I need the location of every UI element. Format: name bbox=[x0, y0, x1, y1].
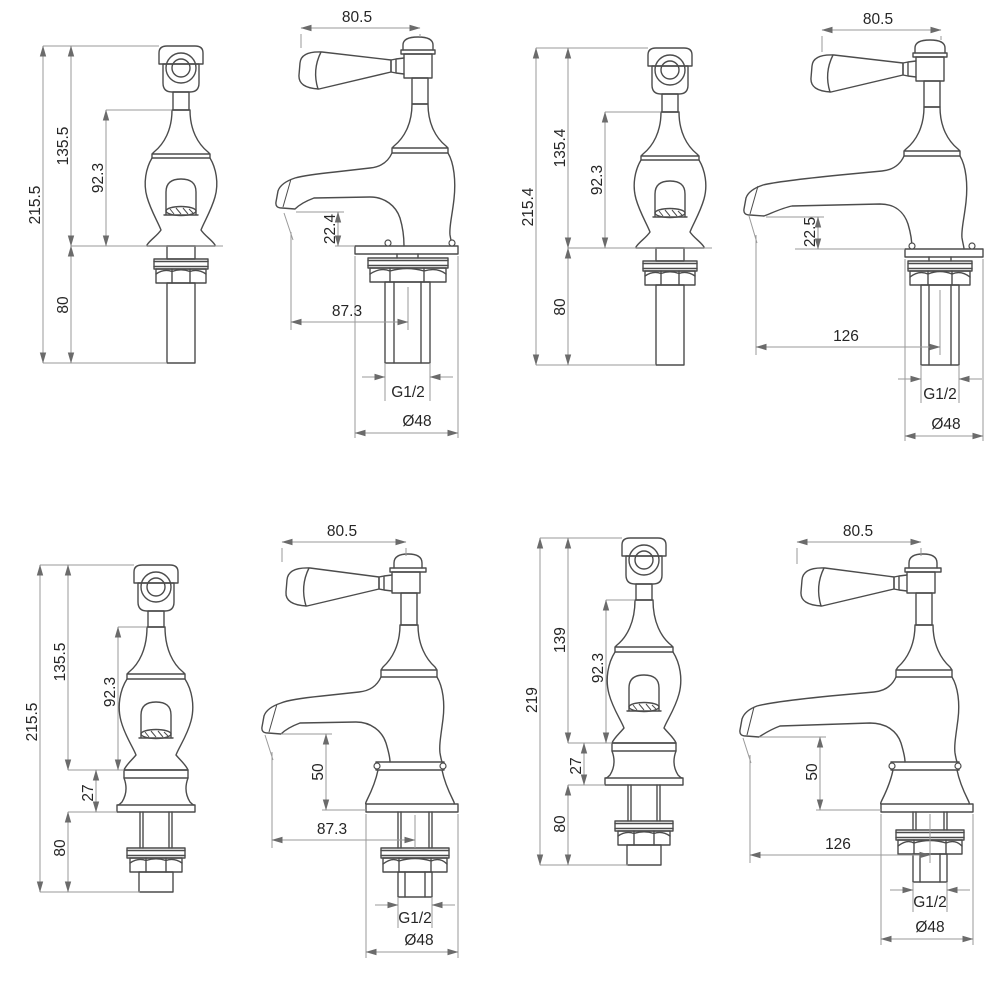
dim-height-above-deck: 135.5 bbox=[55, 127, 72, 166]
dim-overall-height: 215.5 bbox=[27, 186, 44, 225]
dim-thread-size: G1/2 bbox=[398, 910, 432, 927]
drawing-bath-tap-long-spout: 215.4 135.4 92.3 80 80.5 22.5 126 G1/2 Ø… bbox=[520, 11, 984, 441]
side-view bbox=[739, 553, 974, 883]
dim-overall-height: 215.4 bbox=[520, 187, 537, 226]
dimensions: 215.5 135.5 92.3 27 80 80.5 50 87.3 G1/2… bbox=[24, 523, 459, 958]
dim-handle-length: 80.5 bbox=[327, 523, 357, 540]
dim-spout-clearance: 22.5 bbox=[802, 217, 819, 247]
dim-spout-clearance: 22.4 bbox=[322, 214, 339, 245]
drawing-bath-tap-tall-base: 219 139 92.3 27 80 80.5 50 126 G1/2 Ø48 bbox=[524, 523, 974, 945]
dim-spout-reach: 126 bbox=[833, 328, 859, 345]
dim-handle-length: 80.5 bbox=[342, 9, 372, 26]
front-view bbox=[144, 45, 218, 364]
dimensions: 219 139 92.3 27 80 80.5 50 126 G1/2 Ø48 bbox=[524, 523, 974, 945]
dim-below-deck: 80 bbox=[552, 298, 569, 316]
spout-mouth-line bbox=[282, 178, 292, 208]
side-view bbox=[743, 39, 984, 366]
base-flange-side bbox=[904, 242, 984, 258]
dim-overall-height: 219 bbox=[524, 687, 541, 713]
dim-body-height: 92.3 bbox=[102, 677, 119, 707]
dim-overall-height: 215.5 bbox=[24, 703, 41, 742]
spout-mouth-line bbox=[749, 185, 759, 215]
side-view bbox=[261, 553, 459, 898]
spout-mouth-line bbox=[746, 706, 755, 736]
dim-spout-clearance: 50 bbox=[804, 763, 821, 781]
fixing-shank-side bbox=[907, 256, 973, 366]
dim-below-deck: 80 bbox=[52, 839, 69, 857]
flange-screw bbox=[968, 242, 976, 250]
dim-height-above-deck: 135.4 bbox=[552, 128, 569, 167]
lever-handle-side bbox=[800, 553, 942, 607]
flange-screw bbox=[373, 762, 381, 770]
spout-mouth-line bbox=[268, 703, 278, 733]
dimensions: 215.5 135.5 92.3 80 80.5 22.4 87.3 G1/2 … bbox=[27, 9, 459, 438]
drawing-basin-tap-tall-base: 215.5 135.5 92.3 27 80 80.5 50 87.3 G1/2… bbox=[24, 523, 459, 958]
lever-handle-side bbox=[285, 553, 427, 607]
front-view bbox=[633, 47, 707, 366]
dim-base-height: 27 bbox=[80, 784, 97, 801]
base-flange-side bbox=[354, 239, 459, 255]
dim-spout-reach: 87.3 bbox=[332, 303, 362, 320]
dim-flange-diameter: Ø48 bbox=[915, 919, 944, 936]
tap-body-side bbox=[739, 592, 960, 763]
dim-handle-length: 80.5 bbox=[863, 11, 893, 28]
lever-handle-side bbox=[810, 39, 948, 93]
flange-screw bbox=[954, 762, 962, 770]
dim-below-deck: 80 bbox=[552, 815, 569, 833]
dim-flange-diameter: Ø48 bbox=[931, 416, 960, 433]
pedestal-base-side bbox=[364, 761, 459, 813]
dim-thread-size: G1/2 bbox=[913, 894, 947, 911]
dim-thread-size: G1/2 bbox=[923, 386, 957, 403]
fixing-shank-side bbox=[380, 811, 450, 898]
dim-base-height: 27 bbox=[568, 757, 585, 774]
pedestal-base-side bbox=[879, 761, 974, 813]
tap-body-side bbox=[261, 592, 445, 763]
flange-screw bbox=[908, 242, 916, 250]
dim-body-height: 92.3 bbox=[90, 163, 107, 193]
side-view bbox=[275, 36, 459, 364]
lever-handle-side bbox=[298, 36, 436, 90]
dim-thread-size: G1/2 bbox=[391, 384, 425, 401]
dim-spout-reach: 87.3 bbox=[317, 821, 347, 838]
dim-spout-clearance: 50 bbox=[310, 763, 327, 781]
flange-screw bbox=[439, 762, 447, 770]
drawing-basin-tap-short-spout: 215.5 135.5 92.3 80 80.5 22.4 87.3 G1/2 … bbox=[27, 9, 459, 438]
dimensions: 215.4 135.4 92.3 80 80.5 22.5 126 G1/2 Ø… bbox=[520, 11, 984, 441]
dim-flange-diameter: Ø48 bbox=[402, 413, 431, 430]
front-view bbox=[116, 564, 196, 893]
dim-spout-reach: 126 bbox=[825, 836, 851, 853]
dim-handle-length: 80.5 bbox=[843, 523, 873, 540]
dim-flange-diameter: Ø48 bbox=[404, 932, 433, 949]
dim-body-height: 92.3 bbox=[590, 653, 607, 683]
dim-height-above-deck: 139 bbox=[552, 627, 569, 653]
dim-below-deck: 80 bbox=[55, 296, 72, 314]
front-view bbox=[604, 537, 684, 866]
dim-height-above-deck: 135.5 bbox=[52, 643, 69, 682]
tap-body-side bbox=[275, 77, 456, 247]
tap-body-side bbox=[743, 80, 968, 250]
flange-screw bbox=[384, 239, 392, 247]
flange-screw bbox=[888, 762, 896, 770]
flange-screw bbox=[448, 239, 456, 247]
dim-body-height: 92.3 bbox=[589, 165, 606, 195]
